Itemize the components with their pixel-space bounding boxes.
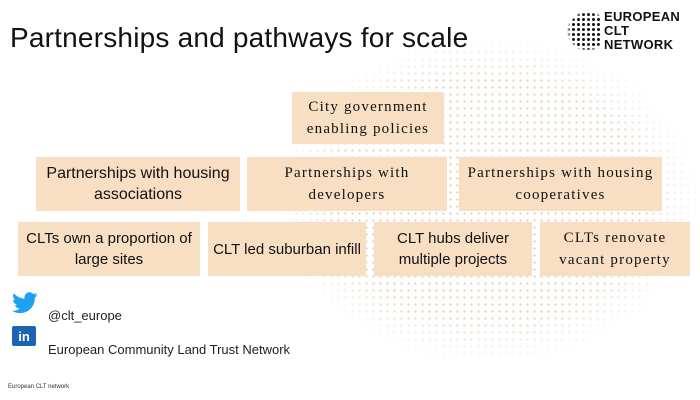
- logo-line-3: NETWORK: [604, 37, 674, 52]
- box-clts-own: CLTs own a proportion of large sites: [18, 222, 200, 276]
- box-clt-hubs-text: CLT hubs deliver multiple projects: [396, 230, 509, 268]
- box-clts-own-text: CLTs own a proportion of large sites: [26, 230, 192, 268]
- box-housing-cooperatives: Partnerships with housing cooperatives: [459, 157, 662, 211]
- ecn-logo: EUROPEAN CLT NETWORK: [566, 8, 688, 54]
- twitter-icon[interactable]: [12, 292, 38, 314]
- twitter-handle[interactable]: @clt_europe: [48, 308, 122, 323]
- logo-line-1: EUROPEAN: [604, 9, 681, 24]
- box-suburban-infill-text: CLT led suburban infill: [213, 240, 361, 258]
- logo-line-2: CLT: [604, 23, 630, 38]
- logo-dots: [566, 12, 602, 50]
- linkedin-name[interactable]: European Community Land Trust Network: [48, 342, 291, 357]
- box-city-government: City government enabling policies: [292, 92, 444, 144]
- box-vacant-property-text: CLTs renovate vacant property: [559, 230, 671, 268]
- logo-text: EUROPEAN CLT NETWORK: [604, 10, 690, 52]
- box-city-government-text: City government enabling policies: [306, 99, 430, 137]
- box-developers: Partnerships with developers: [247, 157, 447, 211]
- box-clt-hubs: CLT hubs deliver multiple projects: [374, 222, 532, 276]
- box-suburban-infill: CLT led suburban infill: [208, 222, 366, 276]
- box-vacant-property: CLTs renovate vacant property: [540, 222, 690, 276]
- box-housing-associations-text: Partnerships with housing associations: [46, 165, 230, 203]
- box-developers-text: Partnerships with developers: [284, 165, 410, 203]
- slide-title: Partnerships and pathways for scale: [10, 22, 469, 53]
- box-housing-cooperatives-text: Partnerships with housing cooperatives: [467, 165, 654, 203]
- box-housing-associations: Partnerships with housing associations: [36, 157, 240, 211]
- footer-text: European CLT network: [8, 384, 70, 390]
- linkedin-icon[interactable]: in: [12, 326, 36, 346]
